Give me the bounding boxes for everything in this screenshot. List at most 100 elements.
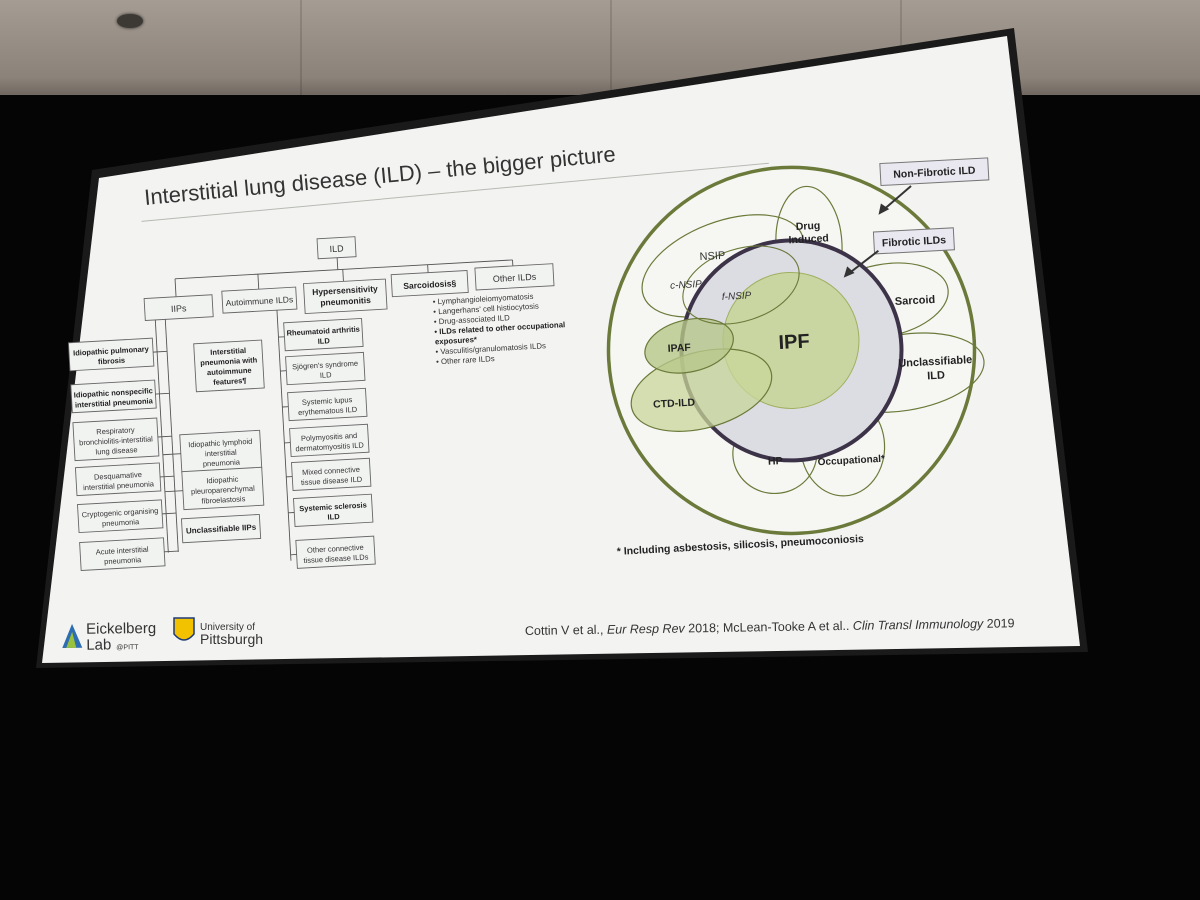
unclassifiable-label-line1: Unclassifiable [898,354,973,370]
ild-venn-diagram: IPF NSIP c-NSIP f-NSIP Drug Induced Sarc… [606,157,990,558]
other-ild-item: exposures* [435,335,478,346]
eickelberg-line2: Lab [86,636,111,653]
occupational-label: Occupational* [817,454,885,469]
ipaf-tree-line4: features¶ [213,376,247,387]
fibrotic-callout-label: Fibrotic ILDs [882,234,947,249]
nsip-label: NSIP [699,250,725,263]
iip-item-line: Acute interstitial [95,545,149,557]
connector [155,392,170,395]
f-nsip-ellipse [682,245,800,325]
rare-iip-item-line: pneumonia [203,457,241,468]
unclassifiable-label-line2: ILD [927,369,945,382]
autoimmune-item-line: Systemic sclerosis [299,500,367,513]
category-box-other [474,263,555,291]
category-box-hp [303,278,388,315]
connector [342,269,344,282]
iip-item-line: Idiopathic pulmonary [73,344,150,357]
ipaf-tree-line2: pneumonia with [200,355,258,367]
title-underline [141,162,769,222]
ipf-label: IPF [778,330,810,354]
connector [164,550,179,553]
iip-item-line: Respiratory [96,425,135,436]
connector [157,435,172,438]
non-fibrotic-callout-label: Non-Fibrotic ILD [893,165,976,181]
rare-iip-item-line: interstitial [205,448,237,459]
category-iips: IIPs [171,303,188,314]
citation-journal2: Clin Transl Immunology [853,617,984,633]
autoimmune-item-line: ILD [317,336,330,346]
category-autoimmune: Autoimmune ILDs [225,294,293,308]
autoimmune-item-line: Systemic lupus [302,395,353,407]
connector [164,490,183,493]
c-nsip-label: c-NSIP [670,279,703,292]
eickelberg-leaf-accent-icon [66,631,77,648]
pitt-line2: Pittsburgh [200,631,263,647]
eickelberg-lab-logo: Eickelberg Lab @PITT [62,620,156,654]
f-nsip-label: f-NSIP [722,290,752,303]
iip-item-line: pneumonia [104,555,142,566]
autoimmune-item-line: tissue disease ILD [301,475,363,487]
ceiling-seam [610,0,612,130]
ipaf-tree-line3: autoimmune [207,366,252,377]
non-fibrotic-arrowhead [878,203,890,215]
other-ild-item: • Drug-associated ILD [434,313,511,326]
category-box-sarcoidosis [390,269,469,298]
rare-iip-item-line: fibroelastosis [201,494,245,505]
non-fibrotic-arrow [884,185,912,210]
drug-induced-label-line1: Drug [795,220,820,233]
autoimmune-item-line: Rheumatoid arthritis [286,325,360,338]
autoimmune-item-line: Sjögren's syndrome [292,359,358,372]
category-other: Other ILDs [493,272,538,284]
iip-item-line: bronchiolitis-interstitial [79,434,153,447]
eickelberg-line1: Eickelberg [86,620,156,638]
iip-item-line: lung disease [95,445,138,456]
iip-item-line: interstitial pneumonia [83,479,155,492]
iip-item-line: pneumonia [102,517,140,528]
eickelberg-suffix: @PITT [116,644,139,651]
sarcoid-label: Sarcoid [895,294,936,308]
category-box-iips [143,294,214,321]
autoimmune-item-line: ILD [327,512,340,522]
iip-item-line: Cryptogenic organising [81,506,158,519]
autoimmune-item-line: erythematous ILD [298,405,358,417]
connector [174,278,177,297]
connector [175,259,513,280]
ipaf-ellipse [644,317,734,374]
other-ild-item: • Other rare ILDs [436,354,495,366]
citation-journal1: Eur Resp Rev [607,621,686,636]
iip-item-line: fibrosis [98,356,126,366]
autoimmune-item-line: dermatomyositis ILD [295,440,364,453]
unclassifiable-iips-box [180,513,262,544]
ctd-ild-label: CTD-ILD [653,397,696,411]
category-sarcoidosis: Sarcoidosis§ [403,278,457,291]
pitt-line1: University of [200,622,255,633]
fibrotic-callout-box [872,227,955,255]
fibrotic-arrowhead [843,266,855,278]
autoimmune-item-line: Other connective [307,543,364,555]
rare-iip-list: Idiopathic lymphoidinterstitialpneumonia… [162,429,265,511]
tree-root-label: ILD [329,243,344,254]
pitt-logo: University of Pittsburgh [173,617,263,647]
non-fibrotic-callout-box [879,157,990,187]
autoimmune-item-line: Mixed connective [302,465,360,477]
drug-induced-label-line2: Induced [788,232,829,246]
citation-part2: 2018; McLean-Tooke A et al.. [685,619,853,636]
connector [162,453,181,456]
connector [162,512,177,515]
ipaf-tree-line1: Interstitial [210,346,246,357]
ceiling-seam [300,0,302,130]
ipaf-tree-box [193,339,265,393]
autoimmune-item-line: tissue disease ILDs [303,552,369,565]
rare-iip-item-line: Idiopathic [206,475,239,486]
autoimmune-item-line: ILD [320,370,333,380]
citation-part1: Cottin V et al., [525,623,607,638]
connector [276,310,292,561]
hp-label: HP [768,455,783,468]
autoimmune-item-line: Polymyositis and [301,431,358,443]
ceiling-light [117,14,143,28]
citation: Cottin V et al., Eur Resp Rev 2018; McLe… [525,616,1015,638]
